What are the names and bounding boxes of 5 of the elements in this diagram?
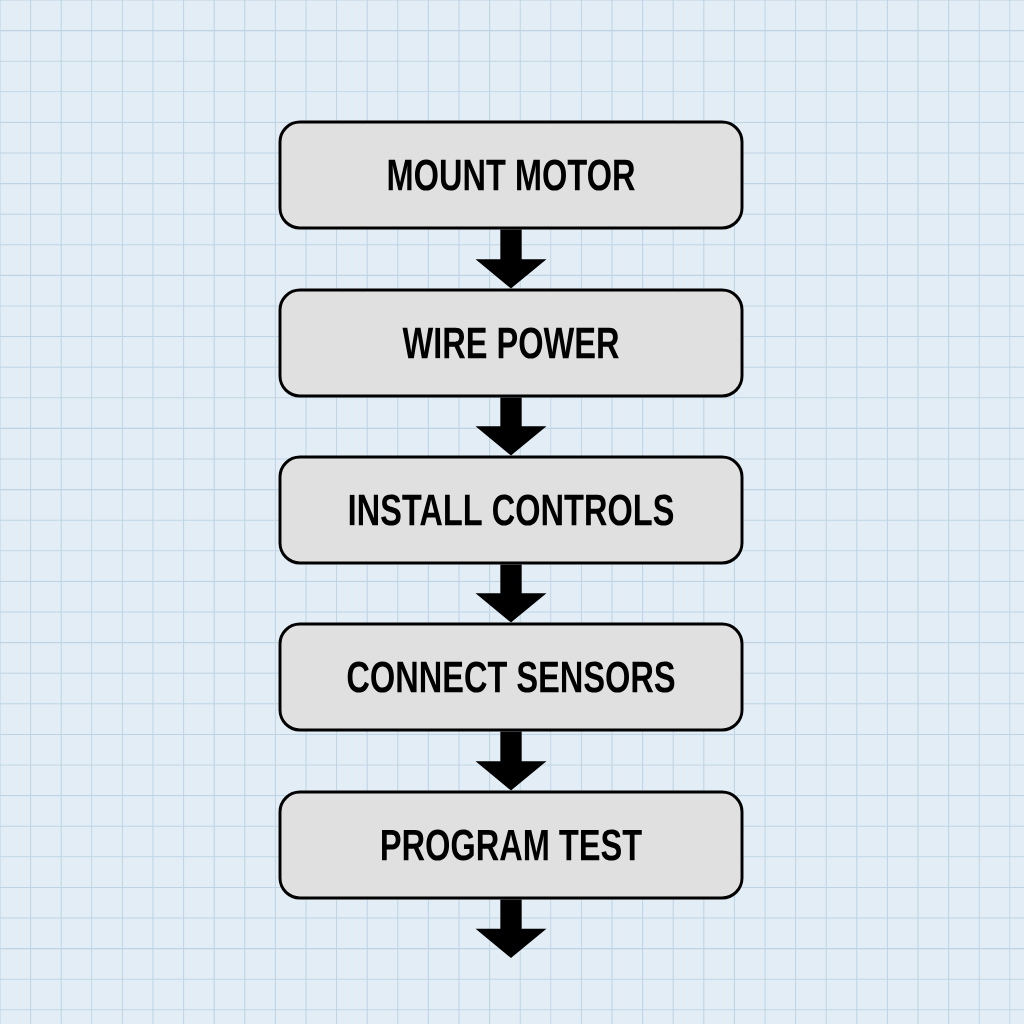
process-box: CONNECT SENSORS bbox=[278, 622, 744, 732]
process-box: MOUNT MOTOR bbox=[278, 120, 744, 230]
process-box: WIRE POWER bbox=[278, 288, 744, 398]
process-box: INSTALL CONTROLS bbox=[278, 455, 744, 565]
process-box: PROGRAM TEST bbox=[278, 790, 744, 900]
